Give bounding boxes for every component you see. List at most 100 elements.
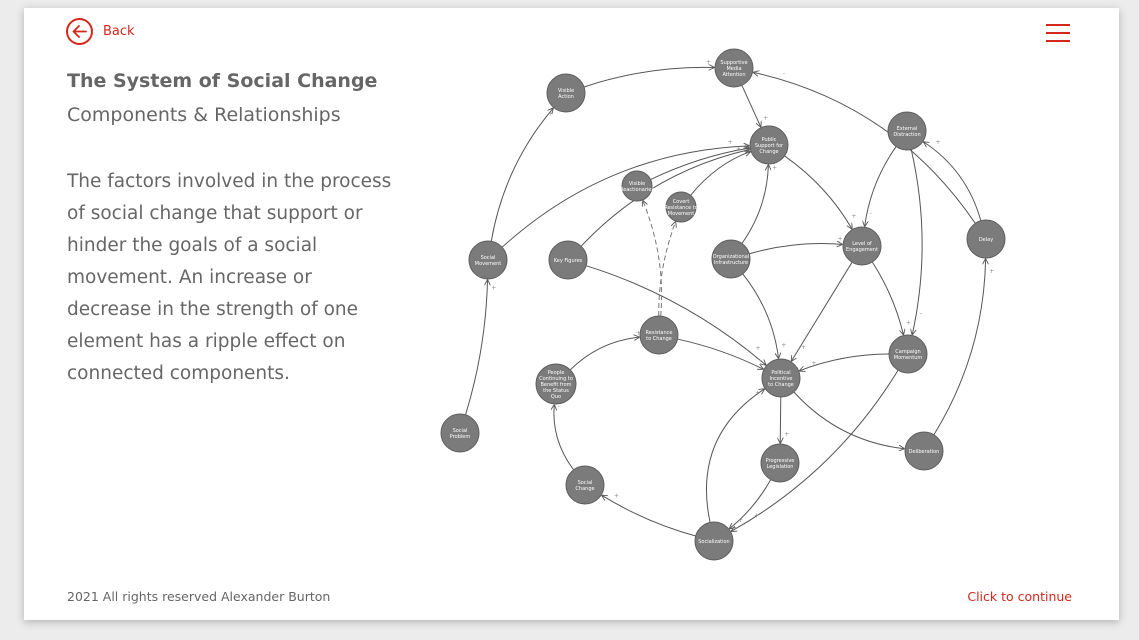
- edge-socialization-to-political-incentive-to-change: [706, 389, 764, 523]
- page-subtitle: Components & Relationships: [67, 104, 341, 126]
- node-label: Media: [726, 66, 741, 72]
- node-label: Change: [575, 486, 594, 492]
- edge-social-movement-to-visible-action: [490, 108, 553, 242]
- node-label: Support for: [755, 143, 784, 149]
- node-label: People: [548, 370, 565, 376]
- hamburger-menu-icon[interactable]: [1046, 24, 1070, 43]
- edge-sign: -: [744, 142, 746, 149]
- node-label: Attention: [722, 72, 745, 78]
- node-label: Movement: [668, 211, 695, 217]
- node-label: Continuing to: [539, 376, 573, 382]
- edge-sign: +: [851, 213, 856, 220]
- node-label: Reactionaries: [620, 187, 654, 193]
- node-label: Incentive: [769, 376, 792, 382]
- node-deliberation[interactable]: Deliberation: [904, 431, 944, 471]
- edge-sign: +: [754, 513, 759, 520]
- edge-resistance-to-change-to-covert-resistance-to-movement: [658, 222, 676, 317]
- edge-sign: +: [728, 139, 733, 146]
- node-label: Social: [453, 428, 468, 434]
- edge-sign: -: [558, 403, 560, 410]
- edge-sign: +: [784, 431, 789, 438]
- edge-people-continuing-to-benefit-to-resistance-to-change: [569, 337, 639, 371]
- node-label: Momentum: [894, 355, 923, 361]
- back-label: Back: [103, 24, 135, 39]
- edge-campaign-momentum-to-socialization: [731, 369, 899, 531]
- edge-sign: -: [748, 146, 750, 153]
- node-label: Progressive: [766, 458, 795, 464]
- edge-sign: +: [801, 344, 806, 351]
- node-label: Resistance: [646, 330, 673, 336]
- edge-sign: +: [763, 115, 768, 122]
- edge-social-change-to-people-continuing-to-benefit: [554, 405, 575, 471]
- edge-external-distraction-to-campaign-momentum: [911, 149, 923, 335]
- edge-sign: +: [614, 492, 619, 499]
- edge-sign: +: [781, 342, 786, 349]
- page-card: Back The System of Social Change Compone…: [24, 8, 1119, 620]
- node-label: Visible: [558, 88, 574, 94]
- node-key-figures[interactable]: Key Figures: [548, 240, 588, 280]
- node-label: Engagement: [846, 247, 878, 253]
- edge-deliberation-to-delay: [933, 259, 986, 436]
- edge-sign: +: [491, 284, 496, 291]
- edge-sign: +: [755, 390, 760, 397]
- node-label: Infrastructure: [714, 260, 748, 266]
- node-label: Campaign: [895, 349, 920, 355]
- edge-sign: -: [783, 70, 785, 77]
- node-label: Resistance to: [664, 205, 698, 211]
- edge-sign: +: [811, 360, 816, 367]
- edge-external-distraction-to-level-of-engagement: [865, 146, 897, 227]
- edge-sign: +: [738, 517, 743, 524]
- edge-key-figures-to-political-incentive-to-change: [585, 265, 766, 365]
- back-button[interactable]: Back: [66, 18, 135, 45]
- edge-sign: +: [989, 268, 994, 275]
- edge-sign: +: [756, 345, 761, 352]
- edge-delay-to-supportive-media-attention: [754, 72, 976, 224]
- edge-supportive-media-attention-to-public-support-for-change: [741, 85, 761, 126]
- edge-sign: +: [772, 165, 777, 172]
- edge-key-figures-to-public-support-for-change: [580, 149, 749, 247]
- edge-covert-resistance-to-movement-to-public-support-for-change: [690, 152, 750, 196]
- node-label: Problem: [450, 434, 471, 440]
- edge-sign: -: [896, 439, 898, 446]
- node-label: Benefit from: [540, 382, 571, 388]
- node-socialization[interactable]: Socialization: [694, 521, 734, 561]
- node-label: Movement: [475, 261, 502, 267]
- node-delay[interactable]: Delay: [966, 219, 1006, 259]
- node-label: External: [897, 126, 918, 132]
- edge-progressive-legislation-to-socialization: [730, 479, 772, 529]
- edge-sign: +: [548, 111, 553, 118]
- edge-resistance-to-change-to-political-incentive-to-change: [677, 338, 764, 369]
- node-label: to Change: [646, 336, 672, 342]
- page-title: The System of Social Change: [67, 70, 378, 92]
- node-label: Visible: [629, 181, 645, 187]
- node-label: Covert: [673, 199, 690, 205]
- node-label: Change: [759, 149, 778, 155]
- node-label: Organizational: [713, 254, 749, 260]
- continue-link[interactable]: Click to continue: [967, 589, 1072, 604]
- node-label: Public: [762, 137, 777, 143]
- edge-organizational-infrastructure-to-public-support-for-change: [741, 165, 768, 244]
- copyright-text: 2021 All rights reserved Alexander Burto…: [67, 589, 331, 604]
- node-label: Distraction: [893, 132, 920, 138]
- edge-delay-to-external-distraction: [924, 142, 982, 221]
- node-label: Deliberation: [909, 449, 940, 455]
- edge-visible-reactionaries-to-public-support-for-change: [650, 148, 750, 180]
- node-label: Legislation: [767, 464, 794, 470]
- node-label: to Change: [768, 382, 794, 388]
